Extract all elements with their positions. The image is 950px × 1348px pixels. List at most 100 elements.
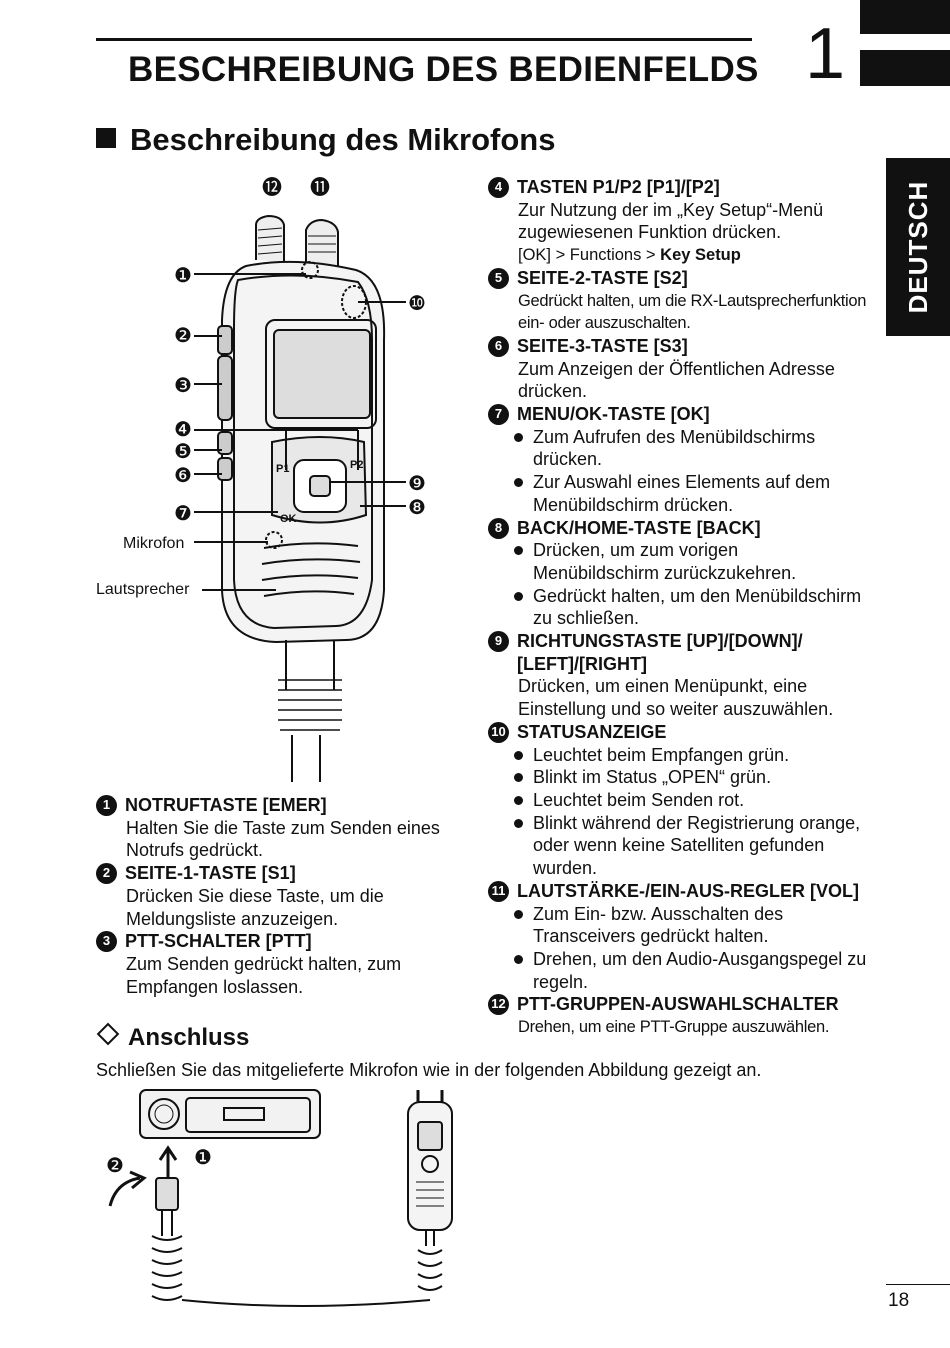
item-title: BACK/HOME-TASTE [BACK] bbox=[517, 517, 761, 538]
item-title: PTT-GRUPPEN-AUSWAHLSCHALTER bbox=[517, 994, 839, 1015]
connection-instruction: Schließen Sie das mitgelieferte Mikrofon… bbox=[96, 1060, 762, 1080]
number-badge: 11 bbox=[488, 880, 509, 902]
bullet-dot-icon bbox=[514, 546, 523, 556]
item-text: Halten Sie die Taste zum Senden eines No… bbox=[126, 817, 440, 861]
chapter-tab-bar-bottom bbox=[860, 50, 950, 86]
bullet-item: Leuchtet beim Empfangen grün. bbox=[488, 744, 868, 767]
bullet-text: Blinkt im Status „OPEN“ grün. bbox=[533, 767, 772, 788]
bullet-dot-icon bbox=[514, 591, 523, 601]
microphone-diagram: P1 P2 OK ⓬ ⓫ ❶ ❿ ❷ ❸ ❹ ❺ ❻ ❾ ❼ ❽ Mikrofo… bbox=[96, 175, 426, 782]
number-badge: 8 bbox=[488, 517, 509, 539]
number-badge: 1 bbox=[96, 795, 117, 816]
bullet-text: Leuchtet beim Senden rot. bbox=[533, 789, 745, 810]
number-badge: 10 bbox=[488, 721, 509, 743]
bullet-text: Drücken, um zum vorigen Menübildschirm z… bbox=[533, 540, 797, 583]
number-badge: 2 bbox=[96, 863, 117, 885]
footer-rule bbox=[886, 1284, 950, 1285]
item-title: STATUSANZEIGE bbox=[517, 721, 667, 742]
item-text: Zur Nutzung der im „Key Setup“-Menü zuge… bbox=[518, 199, 824, 243]
item-title: SEITE-1-TASTE [S1] bbox=[125, 863, 296, 884]
callout-2: ❷ bbox=[174, 323, 192, 347]
callout-8: ❽ bbox=[408, 495, 426, 519]
item-title: TASTEN P1/P2 [P1]/[P2] bbox=[517, 177, 720, 197]
item-title: PTT-SCHALTER [PTT] bbox=[125, 931, 312, 952]
bullet-item: Blinkt während der Registrierung orange,… bbox=[488, 812, 868, 880]
menu-path-prefix: [OK] > Functions > bbox=[518, 246, 661, 265]
diamond-icon bbox=[96, 1022, 120, 1046]
item-title: RICHTUNGSTASTE [UP]/[DOWN]/ [LEFT]/[RIGH… bbox=[517, 631, 803, 674]
callout-6: ❻ bbox=[174, 463, 192, 487]
bullet-dot-icon bbox=[514, 795, 523, 805]
list-item: 9 RICHTUNGSTASTE [UP]/[DOWN]/ [LEFT]/[RIG… bbox=[488, 630, 868, 721]
chapter-title: BESCHREIBUNG DES BEDIENFELDS bbox=[128, 50, 759, 89]
callout-9: ❾ bbox=[408, 471, 426, 495]
item-text: Drücken, um einen Menüpunkt, eine Einste… bbox=[518, 676, 834, 720]
chapter-number: 1 bbox=[805, 14, 846, 94]
bullet-item: Zum Ein- bzw. Ausschalten des Transceive… bbox=[488, 903, 868, 948]
item-title: SEITE-3-TASTE [S3] bbox=[517, 335, 688, 356]
bullet-dot-icon bbox=[514, 750, 523, 760]
chapter-tab-bar-top bbox=[860, 0, 950, 34]
section-title: Beschreibung des Mikrofons bbox=[96, 122, 555, 158]
bullet-text: Zum Aufrufen des Menübildschirms drücken… bbox=[533, 426, 816, 470]
language-tab: DEUTSCH bbox=[886, 158, 950, 336]
item-title: SEITE-2-TASTE [S2] bbox=[517, 267, 688, 288]
number-badge: 7 bbox=[488, 404, 509, 426]
connect-callout-2: ❷ bbox=[106, 1153, 124, 1177]
square-bullet-icon bbox=[96, 128, 116, 148]
bullet-text: Zur Auswahl eines Elements auf dem Menüb… bbox=[533, 472, 831, 515]
list-item: 6 SEITE-3-TASTE [S3] Zum Anzeigen der Öff… bbox=[488, 335, 868, 403]
bullet-text: Drehen, um den Audio-Ausgangspegel zu re… bbox=[533, 948, 867, 992]
number-badge: 3 bbox=[96, 931, 117, 953]
bullet-item: Blinkt im Status „OPEN“ grün. bbox=[488, 766, 868, 789]
key-ok-label: OK bbox=[280, 513, 297, 525]
bullet-item: Gedrückt halten, um den Menübildschirm z… bbox=[488, 585, 868, 630]
language-tab-label: DEUTSCH bbox=[903, 180, 933, 314]
number-badge: 9 bbox=[488, 631, 509, 653]
item-title: LAUTSTÄRKE-/EIN-AUS-REGLER [VOL] bbox=[517, 880, 859, 901]
callout-10: ❿ bbox=[408, 291, 426, 315]
list-item: 7 MENU/OK-TASTE [OK] Zum Aufrufen des Men… bbox=[488, 403, 868, 517]
label-lautsprecher: Lautsprecher bbox=[96, 581, 190, 598]
callout-1: ❶ bbox=[174, 263, 192, 287]
list-item: 11 LAUTSTÄRKE-/EIN-AUS-REGLER [VOL] Zum E… bbox=[488, 880, 868, 994]
bullet-text: Gedrückt halten, um den Menübildschirm z… bbox=[533, 585, 862, 629]
number-badge: 6 bbox=[488, 335, 509, 357]
bullet-dot-icon bbox=[514, 432, 523, 442]
bullet-item: Zur Auswahl eines Elements auf dem Menüb… bbox=[488, 471, 868, 516]
bullet-text: Zum Ein- bzw. Ausschalten des Transceive… bbox=[533, 903, 784, 947]
item-text: Drücken Sie diese Taste, um die Meldungs… bbox=[126, 885, 384, 929]
key-p1-label: P1 bbox=[276, 463, 289, 475]
item-title: MENU/OK-TASTE [OK] bbox=[517, 404, 710, 425]
list-item: 8 BACK/HOME-TASTE [BACK] Drücken, um zum … bbox=[488, 517, 868, 631]
bullet-dot-icon bbox=[514, 909, 523, 919]
connection-diagram: ❶ ❷ bbox=[106, 1089, 453, 1307]
bullet-text: Blinkt während der Registrierung orange,… bbox=[533, 812, 861, 879]
menu-path: [OK] > Functions > Key Setup bbox=[488, 244, 868, 267]
connect-callout-1: ❶ bbox=[194, 1145, 212, 1169]
bullet-item: Zum Aufrufen des Menübildschirms drücken… bbox=[488, 426, 868, 471]
subsection-title: Anschluss bbox=[96, 1022, 249, 1052]
bullet-text: Leuchtet beim Empfangen grün. bbox=[533, 744, 790, 765]
callout-12: ⓬ bbox=[262, 175, 282, 199]
bullet-item: Drücken, um zum vorigen Menübildschirm z… bbox=[488, 539, 868, 584]
list-item: 2 SEITE-1-TASTE [S1] Drücken Sie diese Ta… bbox=[96, 862, 476, 930]
menu-path-key-setup: Key Setup bbox=[660, 246, 741, 265]
item-text: Zum Anzeigen der Öffentlichen Adresse dr… bbox=[518, 358, 835, 402]
bullet-dot-icon bbox=[514, 954, 523, 964]
bullet-dot-icon bbox=[514, 818, 523, 828]
item-text: Zum Senden gedrückt halten, zum Empfange… bbox=[126, 953, 402, 997]
bullet-item: Leuchtet beim Senden rot. bbox=[488, 789, 868, 812]
callout-7: ❼ bbox=[174, 501, 192, 525]
item-text: Drehen, um eine PTT-Gruppe auszuwählen. bbox=[518, 1018, 830, 1037]
bullet-item: Drehen, um den Audio-Ausgangspegel zu re… bbox=[488, 948, 868, 993]
list-item: 3 PTT-SCHALTER [PTT] Zum Senden gedrückt … bbox=[96, 930, 476, 998]
callout-5: ❺ bbox=[174, 439, 192, 463]
bullet-dot-icon bbox=[514, 478, 523, 488]
